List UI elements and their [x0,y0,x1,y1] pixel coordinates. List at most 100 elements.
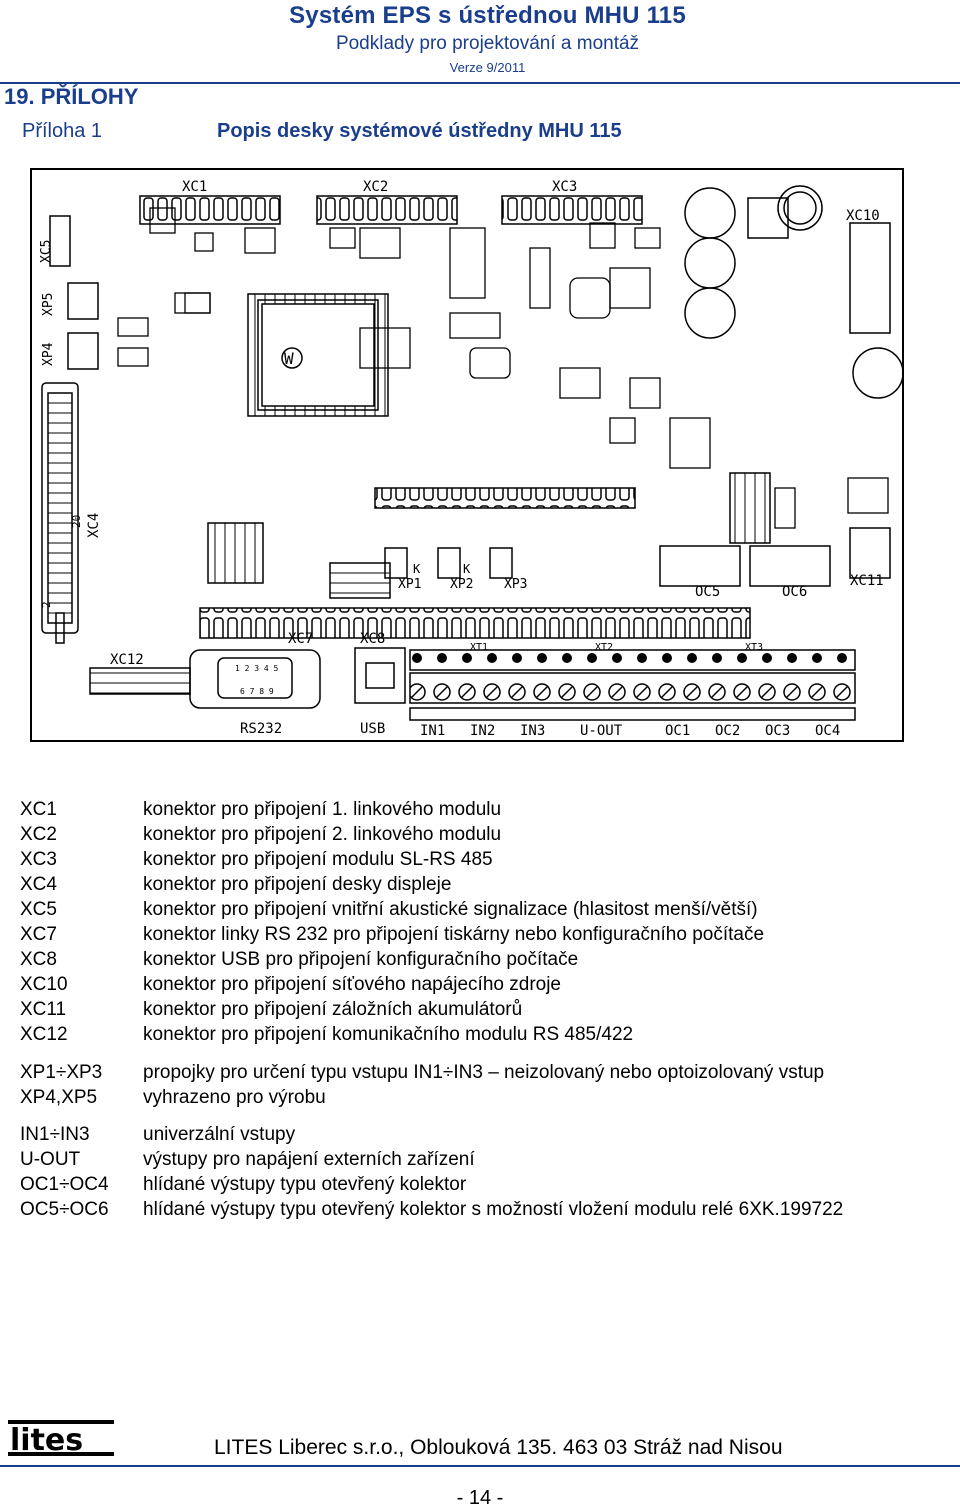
label-usb: USB [360,721,385,737]
legend-row: XC12 konektor pro připojení komunikačního… [20,1022,764,1047]
label-xc5: XC5 [39,240,54,263]
legend-key: XC1 [20,799,57,820]
legend-key: XC10 [20,974,68,995]
legend-connectors: XC1 konektor pro připojení 1. linkového m… [20,797,764,1047]
legend-row: XC7 konektor linky RS 232 pro připojení t… [20,922,764,947]
label-xp4: XP4 [41,342,56,366]
legend-key: OC1÷OC4 [20,1174,109,1195]
legend-row: U-OUT výstupy pro napájení externích zaří… [20,1147,843,1172]
legend-row: IN1÷IN3 univerzální vstupy [20,1122,843,1147]
legend-desc: propojky pro určení typu vstupu IN1÷IN3 … [143,1062,825,1083]
legend-row: XC4 konektor pro připojení desky displeje [20,872,764,897]
legend-desc: konektor pro připojení vnitřní akustické… [143,899,758,920]
legend-row: OC1÷OC4 hlídané výstupy typu otevřený kol… [20,1172,843,1197]
header-divider [0,82,960,84]
legend-desc: konektor USB pro připojení konfiguračníh… [143,949,579,970]
label-xt3: XT3 [745,642,763,653]
legend-key: XC2 [20,824,57,845]
label-xt2: XT2 [595,642,613,653]
legend-row: XC1 konektor pro připojení 1. linkového m… [20,797,764,822]
label-xc4: XC4 [86,513,102,538]
legend-key: XC3 [20,849,57,870]
label-xc3: XC3 [552,179,577,195]
legend-desc: konektor pro připojení desky displeje [143,874,452,895]
legend-desc: hlídané výstupy typu otevřený kolektor [143,1174,467,1195]
label-rs232: RS232 [240,721,282,737]
footer-address: LITES Liberec s.r.o., Oblouková 135. 463… [214,1436,783,1459]
page-number: - 14 - [456,1487,504,1509]
legend-row: XC3 konektor pro připojení modulu SL-RS 4… [20,847,764,872]
legend-row: XC8 konektor USB pro připojení konfigurač… [20,947,764,972]
legend-desc: vyhrazeno pro výrobu [143,1087,326,1108]
lites-logo-text: lites [10,1423,83,1458]
label-xc10: XC10 [846,208,880,224]
label-oc3: OC3 [765,723,790,739]
label-oc1: OC1 [665,723,690,739]
legend-desc: výstupy pro napájení externích zařízení [143,1149,475,1170]
legend-row: XP1÷XP3 propojky pro určení typu vstupu I… [20,1060,824,1085]
label-xc11: XC11 [850,573,884,589]
label-in2: IN2 [470,723,495,739]
label-xp3: XP3 [504,577,527,592]
legend-key: XP1÷XP3 [20,1062,103,1083]
label-oc4: OC4 [815,723,840,739]
document-version: Verze 9/2011 [449,60,526,75]
section-heading: 19. PŘÍLOHY [4,84,139,109]
label-db9-top: 1 2 3 4 5 [235,664,279,673]
legend-row: XC10 konektor pro připojení síťového napá… [20,972,764,997]
legend-key: XC11 [20,999,67,1020]
label-in1: IN1 [420,723,445,739]
legend-key: XC12 [20,1024,68,1045]
legend-row: XC5 konektor pro připojení vnitřní akusti… [20,897,764,922]
label-in3: IN3 [520,723,545,739]
legend-row: XP4,XP5 vyhrazeno pro výrobu [20,1085,824,1110]
legend-desc: konektor pro připojení 2. linkového modu… [143,824,502,845]
legend-desc: konektor linky RS 232 pro připojení tisk… [143,924,765,945]
board-diagram: XC1 XC2 XC3 XC5 XP5 XP4 20 2 XC4 W XC10 … [30,168,904,742]
label-oc6: OC6 [782,584,807,600]
label-pin2: 2 [40,601,53,608]
legend-key: XC5 [20,899,57,920]
label-xt1: XT1 [470,642,488,653]
legend-key: IN1÷IN3 [20,1124,90,1145]
legend-row: XC2 konektor pro připojení 2. linkového m… [20,822,764,847]
legend-desc: konektor pro připojení 1. linkového modu… [143,799,502,820]
legend-key: OC5÷OC6 [20,1199,109,1220]
label-pin20: 20 [70,515,83,528]
footer-divider [0,1465,960,1467]
label-xp2: XP2 [450,577,473,592]
legend-io: IN1÷IN3 univerzální vstupy U-OUT výstupy p… [20,1122,843,1222]
legend-key: XP4,XP5 [20,1087,98,1108]
legend-desc: univerzální vstupy [143,1124,296,1145]
document-title: Systém EPS s ústřednou MHU 115 [289,2,686,29]
label-db9-bottom: 6 7 8 9 [240,687,274,696]
legend-row: XC11 konektor pro připojení záložních aku… [20,997,764,1022]
label-xp1: XP1 [398,577,421,592]
label-xc8: XC8 [360,631,385,647]
label-oc5: OC5 [695,584,720,600]
label-xc12: XC12 [110,652,144,668]
legend-key: XC8 [20,949,57,970]
svg-text:W: W [284,349,294,368]
annex-label: Příloha 1 [22,120,103,142]
label-k-1: K [413,562,421,576]
label-xc1: XC1 [182,179,207,195]
legend-desc: hlídané výstupy typu otevřený kolektor s… [143,1199,844,1220]
label-uout: U-OUT [580,723,623,739]
label-xp5: XP5 [41,293,56,316]
lites-logo: lites [8,1420,114,1458]
label-oc2: OC2 [715,723,740,739]
legend-desc: konektor pro připojení záložních akumulá… [143,999,523,1020]
label-xc2: XC2 [363,179,388,195]
label-k-2: K [463,562,471,576]
legend-key: XC4 [20,874,57,895]
legend-desc: konektor pro připojení síťového napájecí… [143,974,561,995]
legend-key: XC7 [20,924,57,945]
legend-row: OC5÷OC6 hlídané výstupy typu otevřený kol… [20,1197,843,1222]
legend-desc: konektor pro připojení modulu SL-RS 485 [143,849,493,870]
label-xc7: XC7 [288,631,313,647]
legend-jumpers: XP1÷XP3 propojky pro určení typu vstupu I… [20,1060,824,1110]
legend-key: U-OUT [20,1149,81,1170]
legend-desc: konektor pro připojení komunikačního mod… [143,1024,634,1045]
document-subtitle: Podklady pro projektování a montáž [335,33,640,54]
